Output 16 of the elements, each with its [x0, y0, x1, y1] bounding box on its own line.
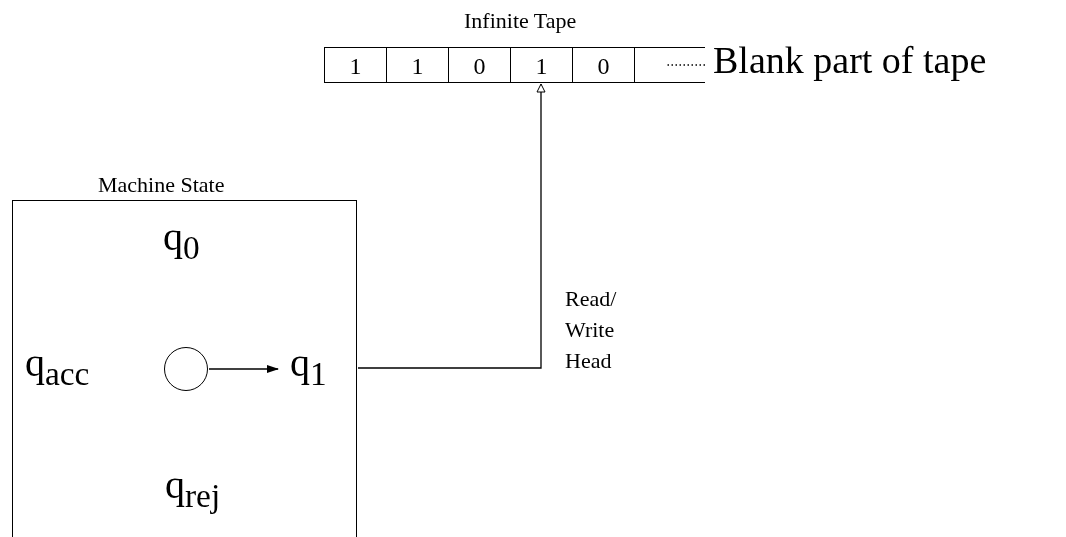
blank-tape-cell	[634, 47, 705, 83]
tape-cell: 1	[324, 47, 386, 83]
tape-cell: 0	[448, 47, 510, 83]
tape-cell: 0	[572, 47, 634, 83]
arrow	[208, 365, 279, 373]
state-label: q$_{acc}$	[25, 341, 90, 393]
state-label: q$_{1}$	[290, 341, 327, 393]
state-label: q$_{rej}$	[165, 463, 221, 515]
leader-line	[666, 64, 706, 66]
blank-tape-label: Blank part of tape	[713, 40, 987, 82]
arrow	[357, 83, 546, 369]
tape-cell: 1	[386, 47, 448, 83]
machine-state-title: Machine State	[98, 172, 225, 198]
state-label: q$_{0}$	[163, 215, 200, 267]
tape-cell: 1	[510, 47, 572, 83]
tape-title: Infinite Tape	[464, 8, 577, 34]
